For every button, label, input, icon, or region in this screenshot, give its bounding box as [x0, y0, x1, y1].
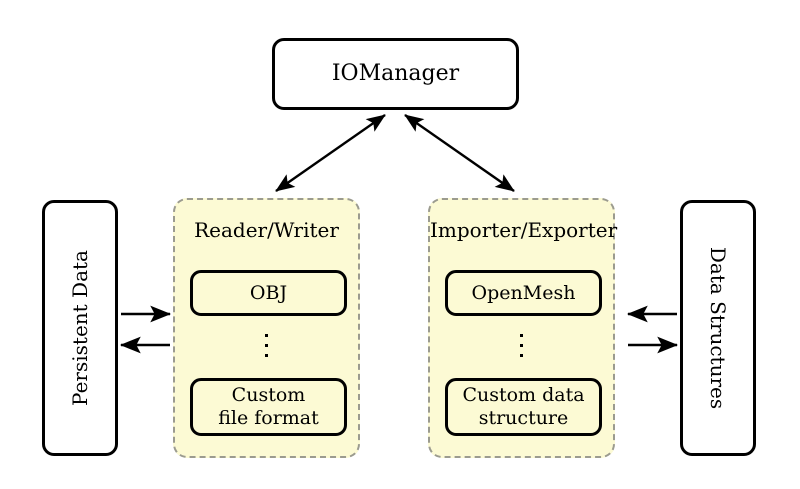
edge-manager-importerexporter: [404, 114, 515, 192]
importer-exporter-member-openmesh[interactable]: OpenMesh: [445, 270, 602, 316]
member-label: Custom data structure: [462, 384, 584, 430]
member-label: Custom file format: [218, 384, 319, 430]
reader-writer-group[interactable]: Reader/Writer OBJ Custom file format: [173, 198, 360, 458]
importer-exporter-group[interactable]: Importer/Exporter OpenMesh Custom data s…: [428, 198, 618, 458]
reader-writer-member-custom-file-format[interactable]: Custom file format: [190, 378, 347, 436]
member-label: OpenMesh: [471, 281, 576, 304]
iomanager-label: IOManager: [331, 60, 460, 86]
reader-writer-member-obj[interactable]: OBJ: [190, 270, 347, 316]
reader-writer-vdots-icon: [175, 334, 358, 357]
iomanager-node[interactable]: IOManager: [272, 38, 519, 110]
reader-writer-title: Reader/Writer: [194, 218, 339, 242]
data-structures-node[interactable]: Data Structures: [680, 200, 756, 456]
persistent-data-node[interactable]: Persistent Data: [42, 200, 118, 456]
member-label-line1: Custom: [231, 384, 306, 407]
member-label-line2: file format: [218, 407, 319, 429]
importer-exporter-member-custom-data-structure[interactable]: Custom data structure: [445, 378, 602, 436]
importer-exporter-vdots-icon: [430, 334, 613, 357]
edge-manager-readerwriter: [275, 114, 386, 192]
importer-exporter-title: Importer/Exporter: [430, 218, 618, 242]
member-label-line1: Custom data: [462, 384, 585, 407]
persistent-data-label: Persistent Data: [68, 250, 93, 406]
data-structures-label: Data Structures: [706, 246, 730, 410]
member-label: OBJ: [249, 281, 288, 304]
member-label-line2: structure: [478, 407, 569, 429]
